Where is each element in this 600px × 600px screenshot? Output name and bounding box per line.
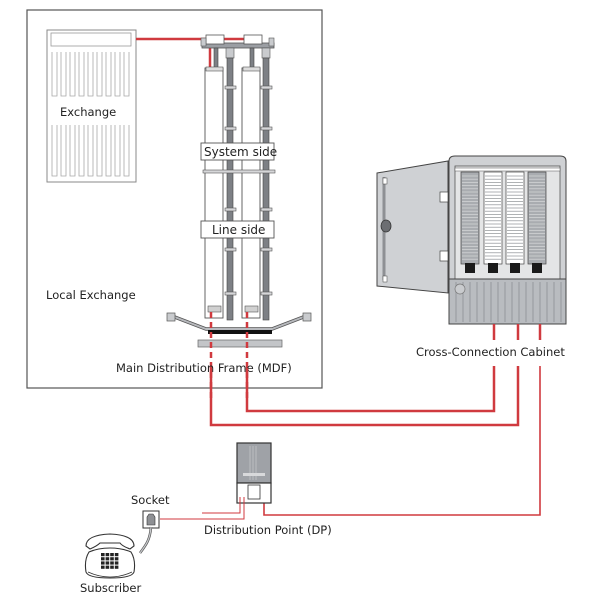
- phone-cord: [139, 526, 153, 554]
- local-exchange-label: Local Exchange: [46, 288, 136, 302]
- keypad-key: [114, 565, 119, 569]
- exchange-label: Exchange: [60, 105, 116, 119]
- keypad-key: [105, 565, 110, 569]
- connection-strip: [505, 171, 525, 273]
- connection-strip: [527, 171, 547, 273]
- cable-mdf-to-cabinet-2: [209, 366, 520, 427]
- keypad-key: [114, 561, 119, 565]
- mdf-label: Main Distribution Frame (MDF): [116, 361, 292, 375]
- telephone-icon: [84, 533, 136, 579]
- door-lock-icon: [380, 219, 392, 233]
- cable-mdf-to-cabinet-1: [245, 366, 496, 413]
- keypad-key: [101, 553, 105, 557]
- line-side-label: Line side: [212, 223, 265, 237]
- cable-dp-to-socket: [160, 497, 245, 520]
- keypad-key: [105, 553, 110, 557]
- keypad-key: [101, 565, 105, 569]
- mdf-column-2: [241, 67, 261, 319]
- keypad-key: [101, 557, 105, 561]
- connection-strip: [460, 171, 480, 273]
- socket: [142, 510, 160, 529]
- distribution-point: [236, 442, 272, 504]
- dp-label: Distribution Point (DP): [204, 523, 332, 537]
- subscriber-label: Subscriber: [80, 581, 142, 595]
- main-distribution-frame: System side Line side: [166, 34, 312, 400]
- cabinet-label: Cross-Connection Cabinet: [416, 345, 565, 359]
- keypad-key: [114, 557, 119, 561]
- keypad-key: [110, 561, 114, 565]
- cabinet-cables: [492, 324, 542, 340]
- keypad-key: [114, 553, 119, 557]
- keypad-key: [110, 557, 114, 561]
- system-side-label: System side: [204, 145, 277, 159]
- mdf-column-1: [204, 67, 224, 319]
- keypad-key: [110, 565, 114, 569]
- keypad-key: [105, 561, 110, 565]
- keypad-key: [105, 557, 110, 561]
- cross-connection-cabinet: [376, 155, 567, 325]
- socket-label: Socket: [131, 493, 170, 507]
- keypad-key: [110, 553, 114, 557]
- cable-cabinet-to-dp: [263, 366, 541, 516]
- connection-strip: [483, 171, 503, 273]
- keypad-key: [101, 561, 105, 565]
- cabinet-door: [376, 160, 449, 294]
- exchange-rack: Exchange: [46, 29, 137, 183]
